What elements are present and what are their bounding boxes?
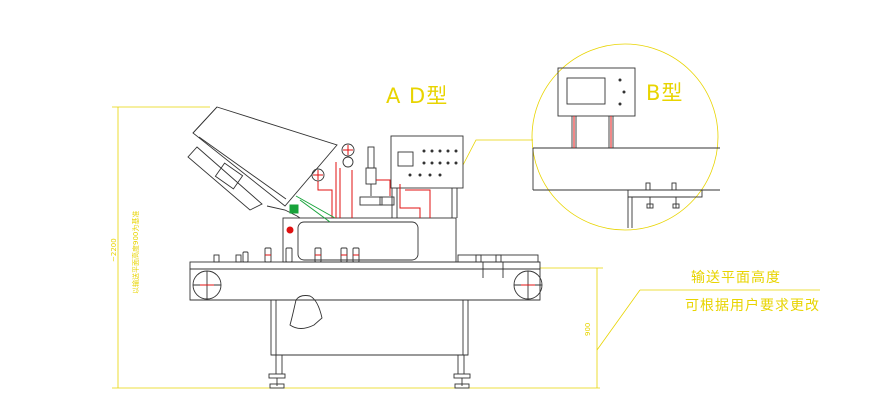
total-height-dimension: ~2200: [110, 238, 118, 262]
detail-buttons: [618, 78, 626, 106]
model-b-label: B型: [646, 81, 684, 105]
detail-red: [573, 116, 612, 148]
model-ad-label: A D型: [386, 84, 449, 108]
control-buttons: [408, 149, 458, 177]
machine-base: [189, 261, 543, 389]
green-accents: [289, 195, 336, 223]
red-piping: [200, 145, 535, 286]
machine-body: [187, 106, 540, 278]
detail-view: [532, 67, 720, 228]
conveyor-height-dimension: 900: [584, 322, 592, 336]
dimension-lines: [112, 43, 820, 389]
conveyor-height-note-line2: 可根据用户要求更改: [685, 298, 820, 314]
vertical-reference-note: 以输送平面高度900为基准: [132, 210, 140, 294]
conveyor-height-note-line1: 输送平面高度: [691, 270, 781, 286]
